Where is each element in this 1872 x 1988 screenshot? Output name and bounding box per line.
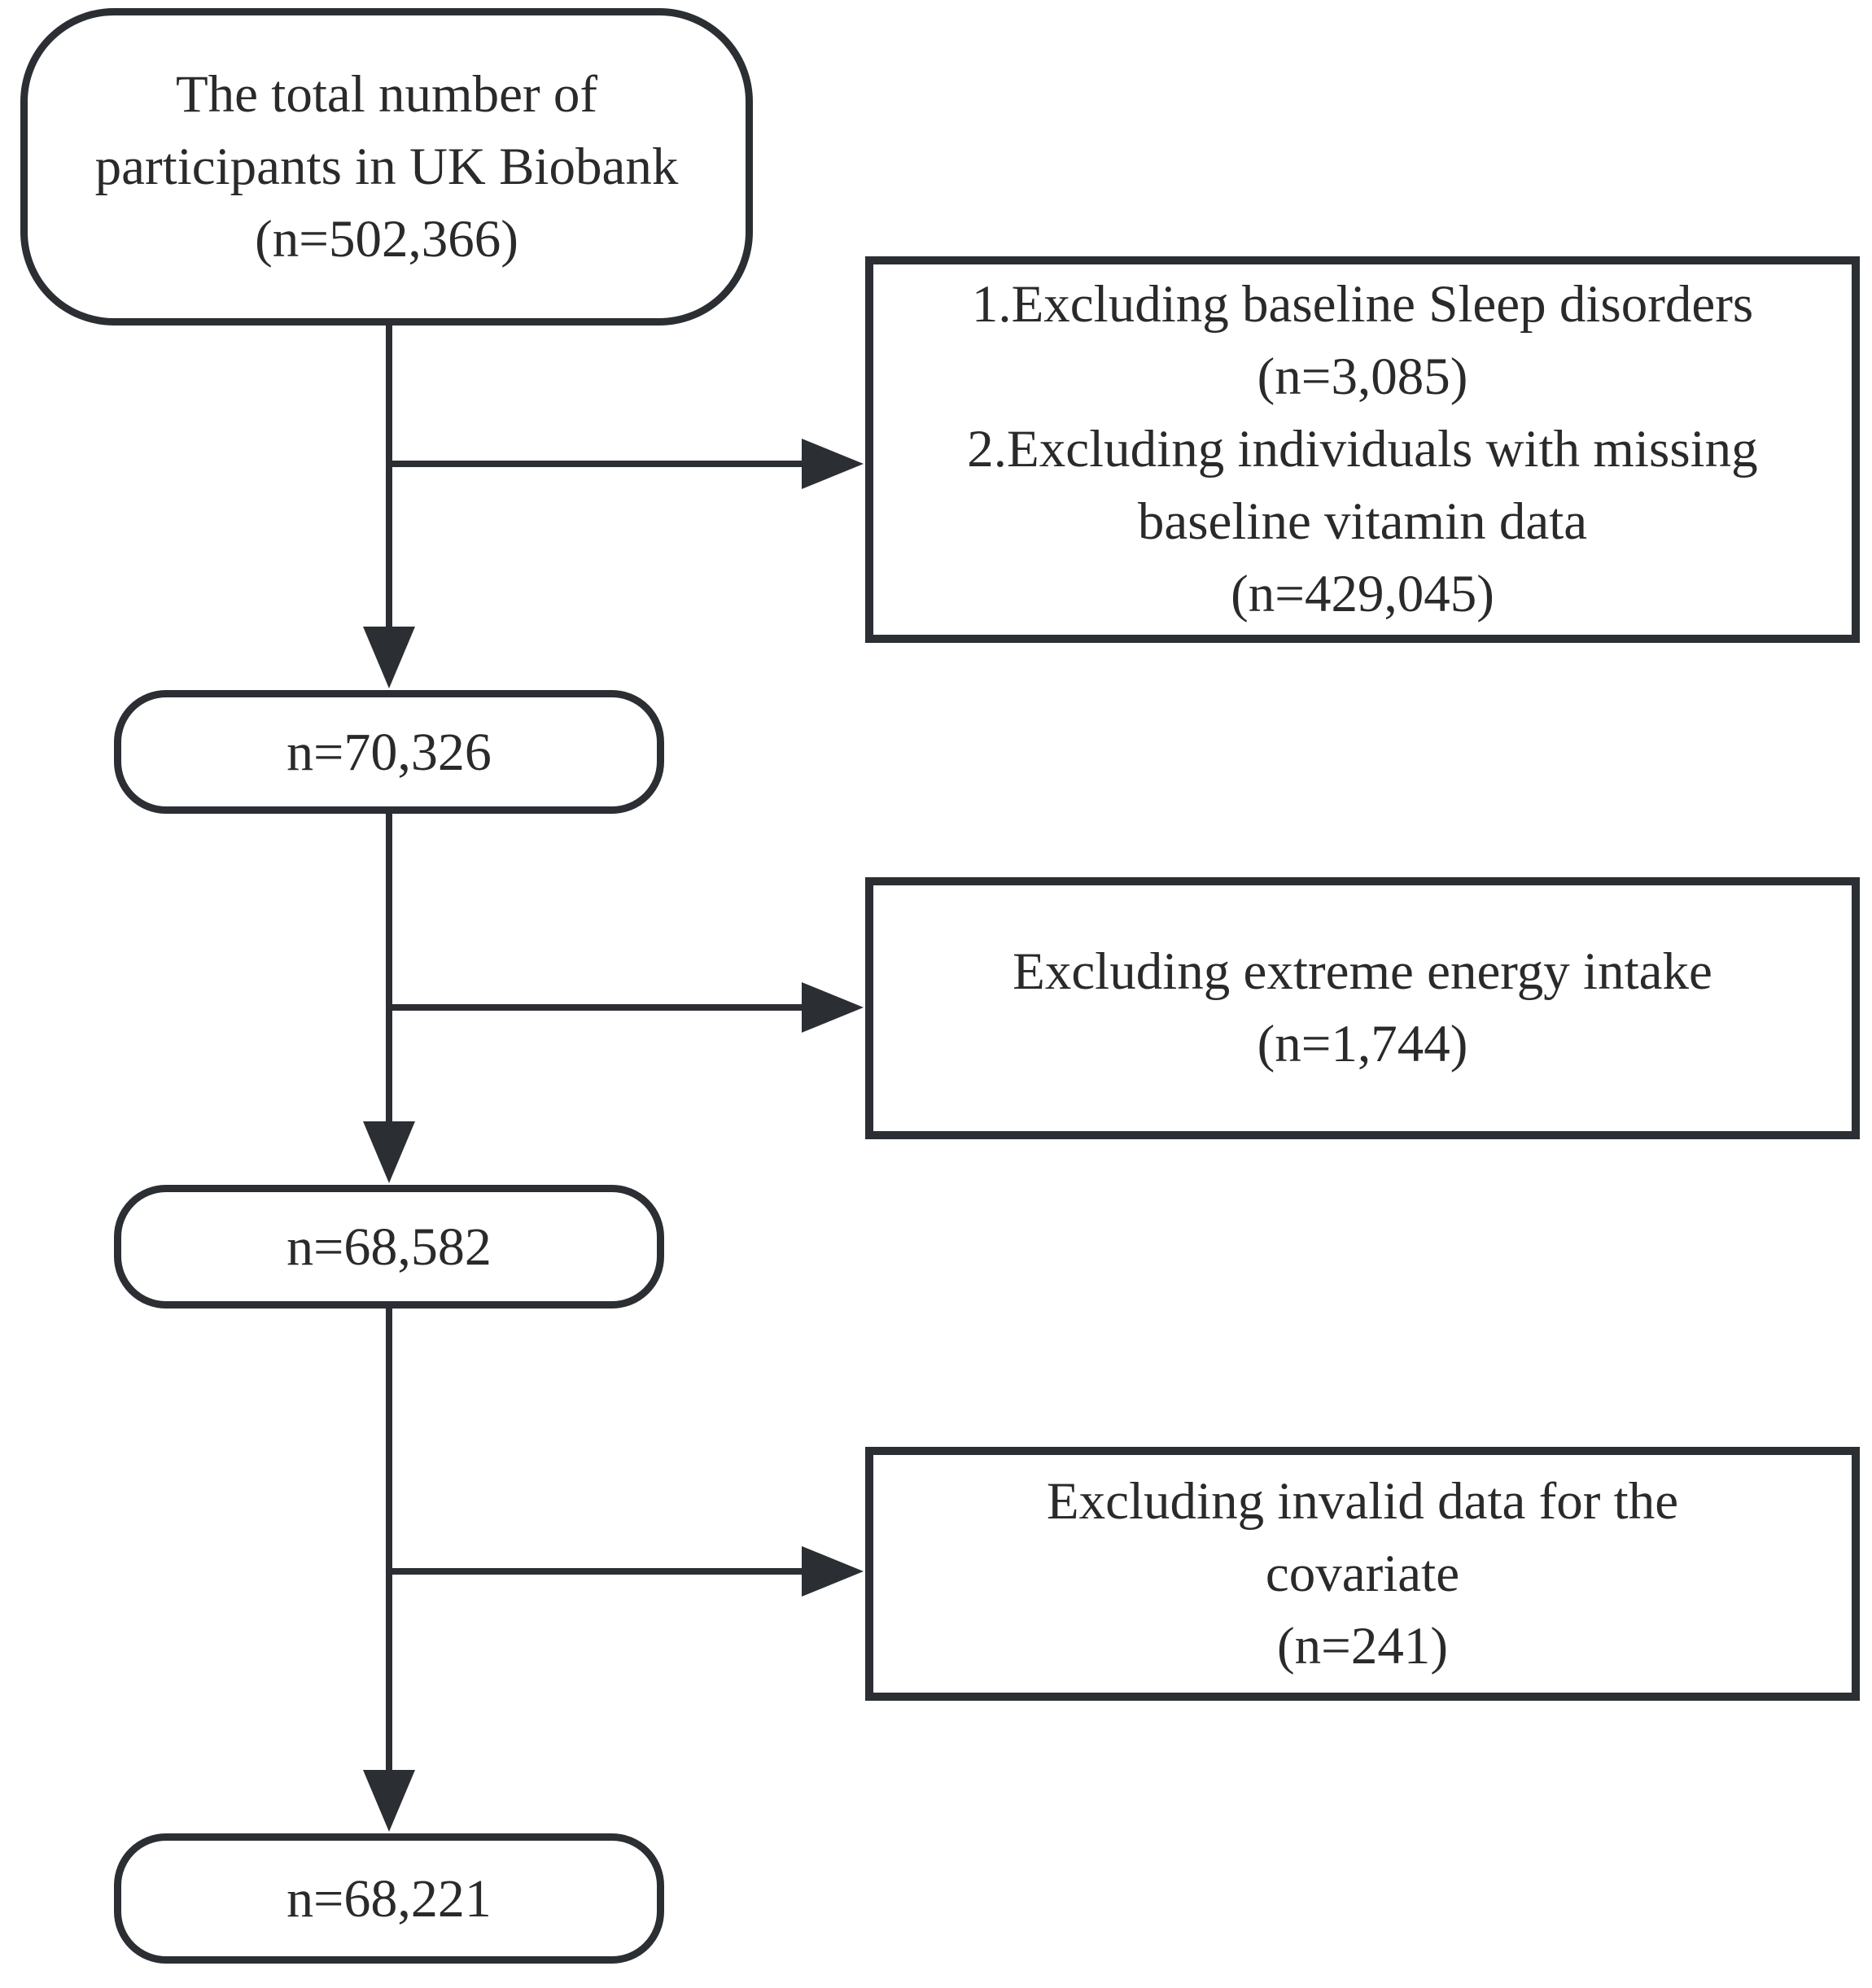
arrow-n70326-to-n68582 xyxy=(363,814,415,1183)
node-after-exclusion-1: n=70,326 xyxy=(114,690,664,814)
exclusion-1-line-4: baseline vitamin data xyxy=(1137,492,1588,551)
exclusion-3-line-2: covariate xyxy=(1265,1544,1460,1603)
exclusion-2-line-1: Excluding extreme energy intake xyxy=(1013,942,1712,1001)
exclusion-1-line-3: 2.Excluding individuals with missing xyxy=(967,420,1758,478)
arrowhead-right-2 xyxy=(802,982,864,1033)
node-after-exclusion-1-label: n=70,326 xyxy=(286,722,492,782)
exclusion-1-line-2: (n=3,085) xyxy=(1257,347,1468,406)
arrowhead-down-2 xyxy=(363,1121,415,1183)
arrow-n68582-to-n68221 xyxy=(363,1309,415,1832)
arrow-total-to-n70326 xyxy=(363,326,415,688)
exclusion-2-line-2: (n=1,744) xyxy=(1257,1015,1468,1073)
node-after-exclusion-2-label: n=68,582 xyxy=(286,1217,492,1277)
arrowhead-down-3 xyxy=(363,1770,415,1832)
arrow-branch-to-exclusion-2 xyxy=(389,982,864,1033)
arrow-branch-to-exclusion-3 xyxy=(389,1546,864,1597)
arrowhead-right-1 xyxy=(802,439,864,489)
node-final-sample: n=68,221 xyxy=(114,1833,664,1964)
exclusion-3-line-3: (n=241) xyxy=(1277,1616,1448,1676)
node-final-sample-label: n=68,221 xyxy=(286,1868,492,1929)
exclusion-1-line-1: 1.Excluding baseline Sleep disorders xyxy=(971,275,1754,334)
arrow-branch-to-exclusion-1 xyxy=(389,439,864,489)
exclusion-box-1: 1.Excluding baseline Sleep disorders (n=… xyxy=(865,256,1860,643)
node-total-line-2: participants in UK Biobank xyxy=(94,137,679,196)
exclusion-1-line-5: (n=429,045) xyxy=(1231,565,1494,623)
exclusion-box-2: Excluding extreme energy intake (n=1,744… xyxy=(865,877,1860,1139)
node-after-exclusion-2: n=68,582 xyxy=(114,1185,664,1309)
arrowhead-down-1 xyxy=(363,627,415,688)
exclusion-3-line-1: Excluding invalid data for the xyxy=(1046,1471,1679,1531)
node-total-participants: The total number of participants in UK B… xyxy=(20,8,753,326)
arrowhead-right-3 xyxy=(802,1546,864,1597)
node-total-line-3: (n=502,366) xyxy=(255,209,518,269)
node-total-line-1: The total number of xyxy=(175,64,598,124)
exclusion-box-3: Excluding invalid data for the covariate… xyxy=(865,1447,1860,1701)
